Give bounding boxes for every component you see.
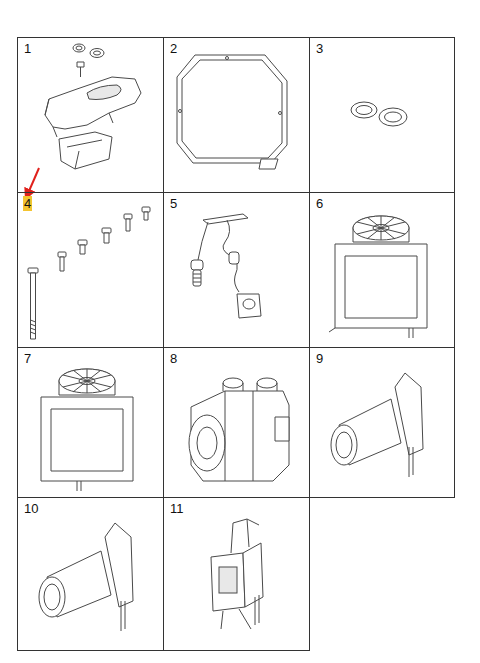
part-cell: 2 [163, 37, 310, 193]
part-cell: 8 [163, 347, 310, 498]
blower-unit [41, 369, 133, 491]
blower-unit [329, 216, 427, 338]
part-cell: 4 [17, 192, 164, 348]
part-cell: 5 [163, 192, 310, 348]
part-cell: 10 [17, 497, 164, 651]
part-cell: 6 [309, 192, 455, 348]
callout-number: 9 [315, 351, 324, 366]
callout-number: 3 [315, 41, 324, 56]
callout-number: 5 [169, 196, 178, 211]
seal-rings [351, 102, 407, 126]
part-cell: 11 [163, 497, 310, 651]
combustion-tube [39, 523, 133, 631]
gasket [177, 55, 287, 169]
callout-number: 4 [23, 196, 32, 211]
callout-number: 2 [169, 41, 178, 56]
callout-number: 7 [23, 351, 32, 366]
part-cell: 1 [17, 37, 164, 193]
callout-number: 8 [169, 351, 178, 366]
callout-number: 10 [23, 501, 39, 516]
callout-number: 6 [315, 196, 324, 211]
pointer-arrow [26, 168, 39, 198]
connector-holder [211, 519, 263, 629]
callout-number: 1 [23, 41, 32, 56]
part-cell: 9 [309, 347, 455, 498]
cover-housing [45, 44, 141, 169]
screw-set [28, 207, 150, 339]
callout-number: 11 [169, 501, 185, 516]
part-cell: 3 [309, 37, 455, 193]
sensor-harness [191, 214, 261, 318]
burner-housing [189, 378, 289, 481]
combustion-tube [331, 373, 423, 477]
part-cell: 7 [17, 347, 164, 498]
